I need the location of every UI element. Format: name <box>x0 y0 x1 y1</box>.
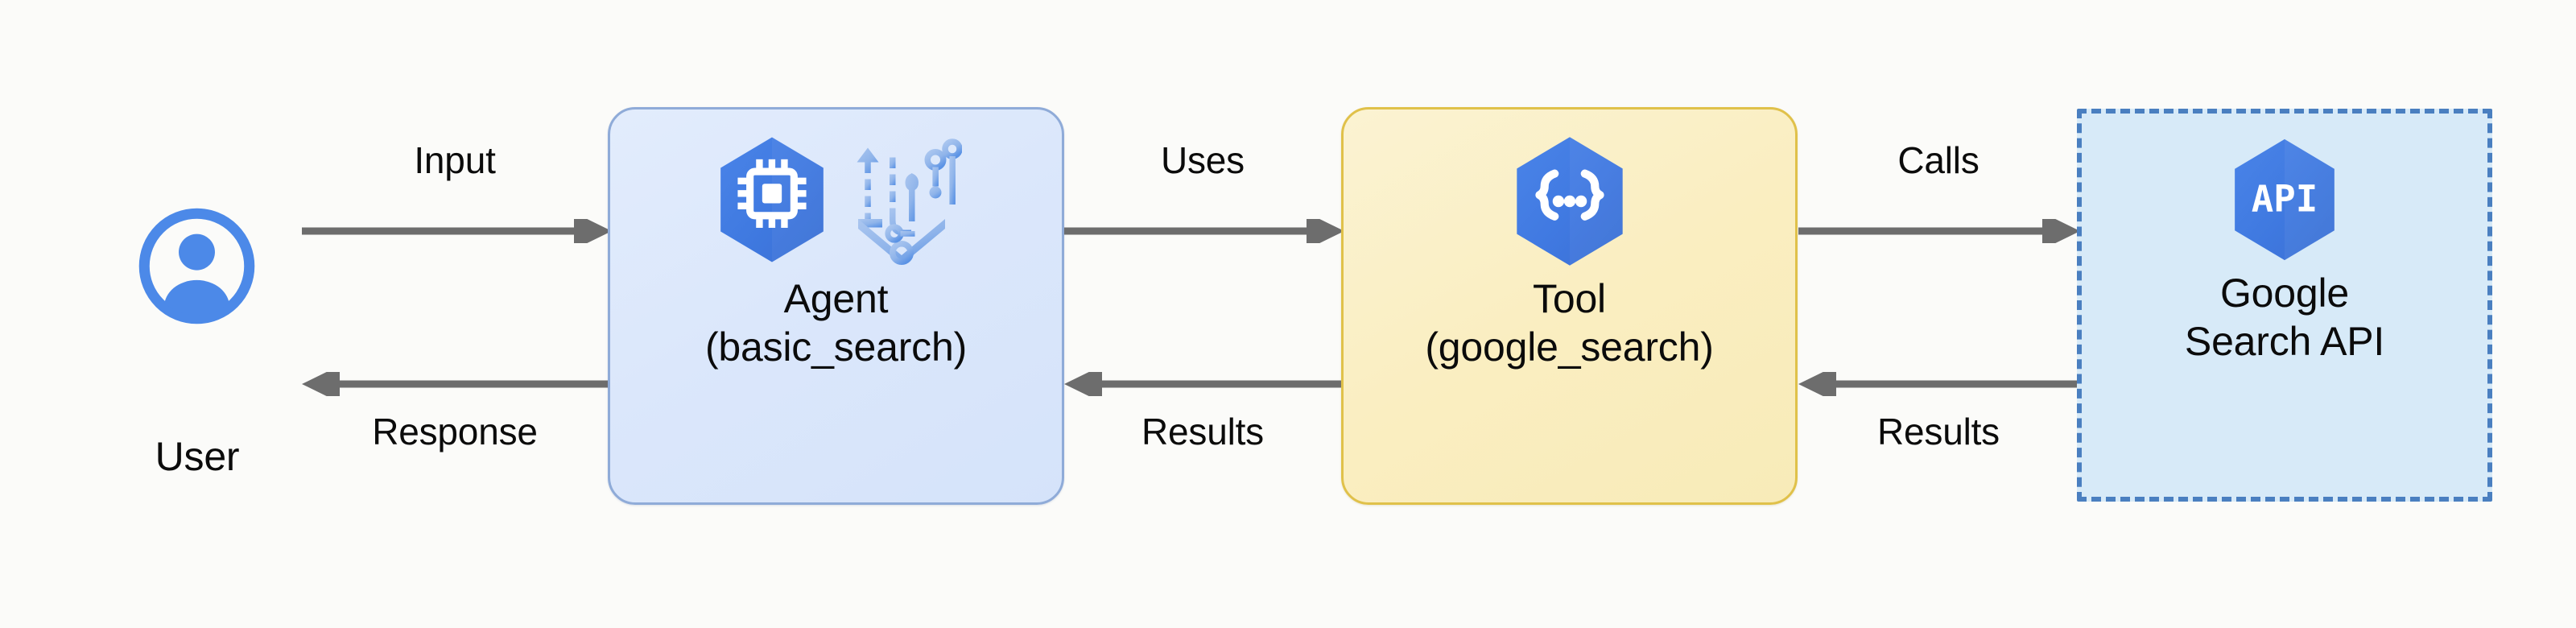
agent-subtitle: (basic_search) <box>704 324 968 370</box>
vertex-flow-icon <box>841 132 963 271</box>
tool-icon-row <box>1344 134 1795 272</box>
arrow-input <box>302 219 612 243</box>
arrow-uses <box>1064 219 1344 243</box>
api-hexagon-text: API <box>2252 177 2318 220</box>
node-google-search-api[interactable]: API Google Search API <box>2077 109 2492 502</box>
api-title: Google <box>2219 271 2350 316</box>
arrow-response <box>302 372 612 396</box>
edge-label-tool-results: Results <box>1141 411 1264 452</box>
arrow-api-results <box>1798 372 2080 396</box>
agent-content: Agent (basic_search) <box>610 109 1062 502</box>
agent-icon-row <box>610 132 1062 271</box>
edge-label-calls: Calls <box>1897 139 1979 181</box>
braces-dots-hexagon-icon <box>1505 132 1634 275</box>
edge-label-response: Response <box>372 411 538 452</box>
api-subtitle: Search API <box>2184 319 2385 364</box>
user-avatar-icon <box>138 208 255 324</box>
api-icon-row: API <box>2082 136 2487 266</box>
node-agent[interactable]: Agent (basic_search) <box>608 107 1064 505</box>
api-hexagon-icon: API <box>2224 134 2345 269</box>
node-tool[interactable]: Tool (google_search) <box>1341 107 1798 505</box>
edge-label-api-results: Results <box>1877 411 2000 452</box>
agent-title: Agent <box>783 276 889 321</box>
arrow-calls <box>1798 219 2080 243</box>
tool-content: Tool (google_search) <box>1344 109 1795 502</box>
edge-label-uses: Uses <box>1160 139 1245 181</box>
arrow-tool-results <box>1064 372 1344 396</box>
user-label: User <box>155 434 240 479</box>
tool-title: Tool <box>1533 276 1606 321</box>
api-content: API Google Search API <box>2082 114 2487 497</box>
cpu-hexagon-icon <box>711 132 833 271</box>
edge-label-input: Input <box>414 139 496 181</box>
tool-subtitle: (google_search) <box>1425 324 1714 370</box>
